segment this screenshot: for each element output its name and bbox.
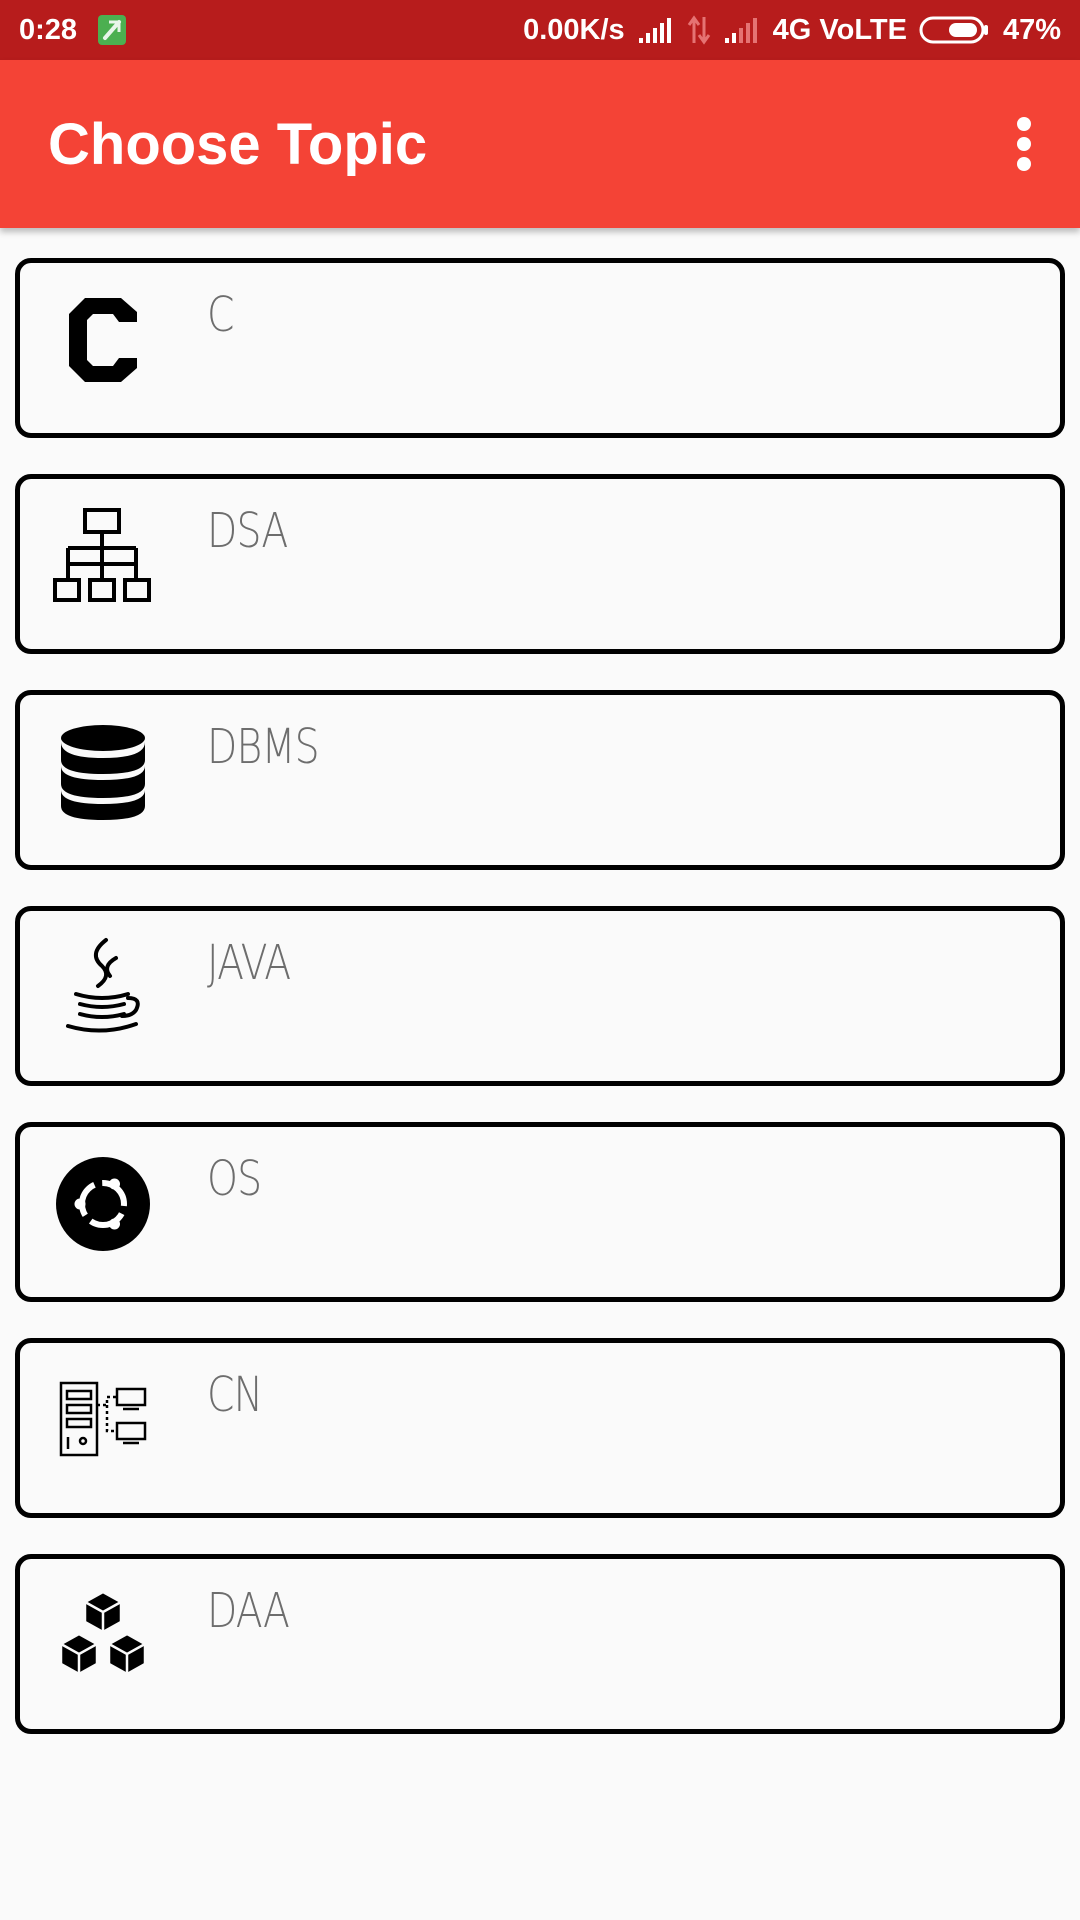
topic-card-daa[interactable]: DAA bbox=[15, 1554, 1065, 1734]
ubuntu-icon bbox=[48, 1149, 158, 1259]
topic-label: C bbox=[207, 287, 234, 343]
network-type: 4G VoLTE bbox=[772, 13, 907, 46]
network-speed: 0.00K/s bbox=[523, 13, 625, 46]
notification-app-icon bbox=[97, 14, 127, 46]
computer-network-icon bbox=[48, 1365, 158, 1475]
signal-icon bbox=[637, 16, 675, 44]
topic-label: CN bbox=[207, 1367, 263, 1423]
topic-card-dbms[interactable]: DBMS bbox=[15, 690, 1065, 870]
battery-percent: 47% bbox=[1002, 13, 1061, 46]
battery-icon bbox=[919, 15, 991, 45]
topic-label: DBMS bbox=[207, 719, 320, 775]
app-bar: Choose Topic bbox=[0, 60, 1080, 228]
data-transfer-icon bbox=[687, 15, 711, 45]
topic-card-dsa[interactable]: DSA bbox=[15, 474, 1065, 654]
topic-label: JAVA bbox=[207, 935, 291, 991]
cubes-icon bbox=[48, 1581, 158, 1691]
more-vert-icon bbox=[1017, 117, 1031, 171]
topic-card-java[interactable]: JAVA bbox=[15, 906, 1065, 1086]
topic-label: DSA bbox=[207, 503, 288, 559]
status-time: 0:28 bbox=[19, 13, 78, 46]
topic-label: DAA bbox=[207, 1583, 290, 1639]
hierarchy-icon bbox=[48, 501, 158, 611]
topic-label: OS bbox=[207, 1151, 262, 1207]
c-language-icon bbox=[48, 285, 158, 395]
topic-card-cn[interactable]: CN bbox=[15, 1338, 1065, 1518]
database-icon bbox=[48, 717, 158, 827]
overflow-menu-button[interactable] bbox=[994, 99, 1054, 189]
java-cup-icon bbox=[48, 933, 158, 1043]
signal-weak-icon bbox=[723, 16, 761, 44]
status-bar: 0:28 0.00K/s bbox=[0, 0, 1080, 60]
page-title: Choose Topic bbox=[48, 111, 428, 177]
topic-card-os[interactable]: OS bbox=[15, 1122, 1065, 1302]
topic-card-c[interactable]: C bbox=[15, 258, 1065, 438]
